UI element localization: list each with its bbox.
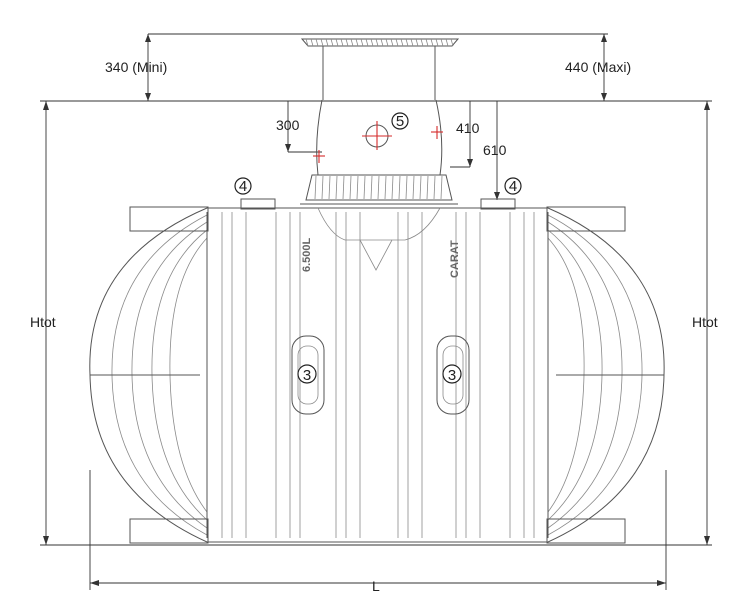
svg-text:3: 3 (448, 367, 456, 384)
label-610: 610 (483, 142, 507, 158)
body-ribs (206, 212, 549, 538)
marker-3-right: 3 (442, 364, 462, 384)
lid-grating (305, 38, 454, 47)
marker-5: 5 (391, 112, 409, 130)
shaft-dome (300, 38, 460, 205)
label-htot-right: Htot (692, 314, 718, 330)
label-440-maxi: 440 (Maxi) (565, 59, 631, 75)
label-340-mini: 340 (Mini) (105, 59, 167, 75)
svg-text:4: 4 (239, 178, 247, 195)
marker-4-right: 4 (504, 177, 522, 195)
svg-text:5: 5 (396, 113, 404, 130)
label-length: L (372, 578, 380, 594)
marker-3-left: 3 (297, 364, 317, 384)
tank-body (89, 198, 665, 544)
neck-ribs (314, 175, 443, 200)
volume-embossing: 6.500L (301, 237, 313, 272)
label-300: 300 (276, 117, 300, 133)
svg-text:4: 4 (509, 178, 517, 195)
brand-embossing: CARAT (449, 240, 461, 278)
svg-text:3: 3 (303, 367, 311, 384)
label-htot-left: Htot (30, 314, 56, 330)
label-410: 410 (456, 120, 480, 136)
marker-4-left: 4 (234, 177, 252, 195)
dimension-lines (40, 33, 712, 590)
